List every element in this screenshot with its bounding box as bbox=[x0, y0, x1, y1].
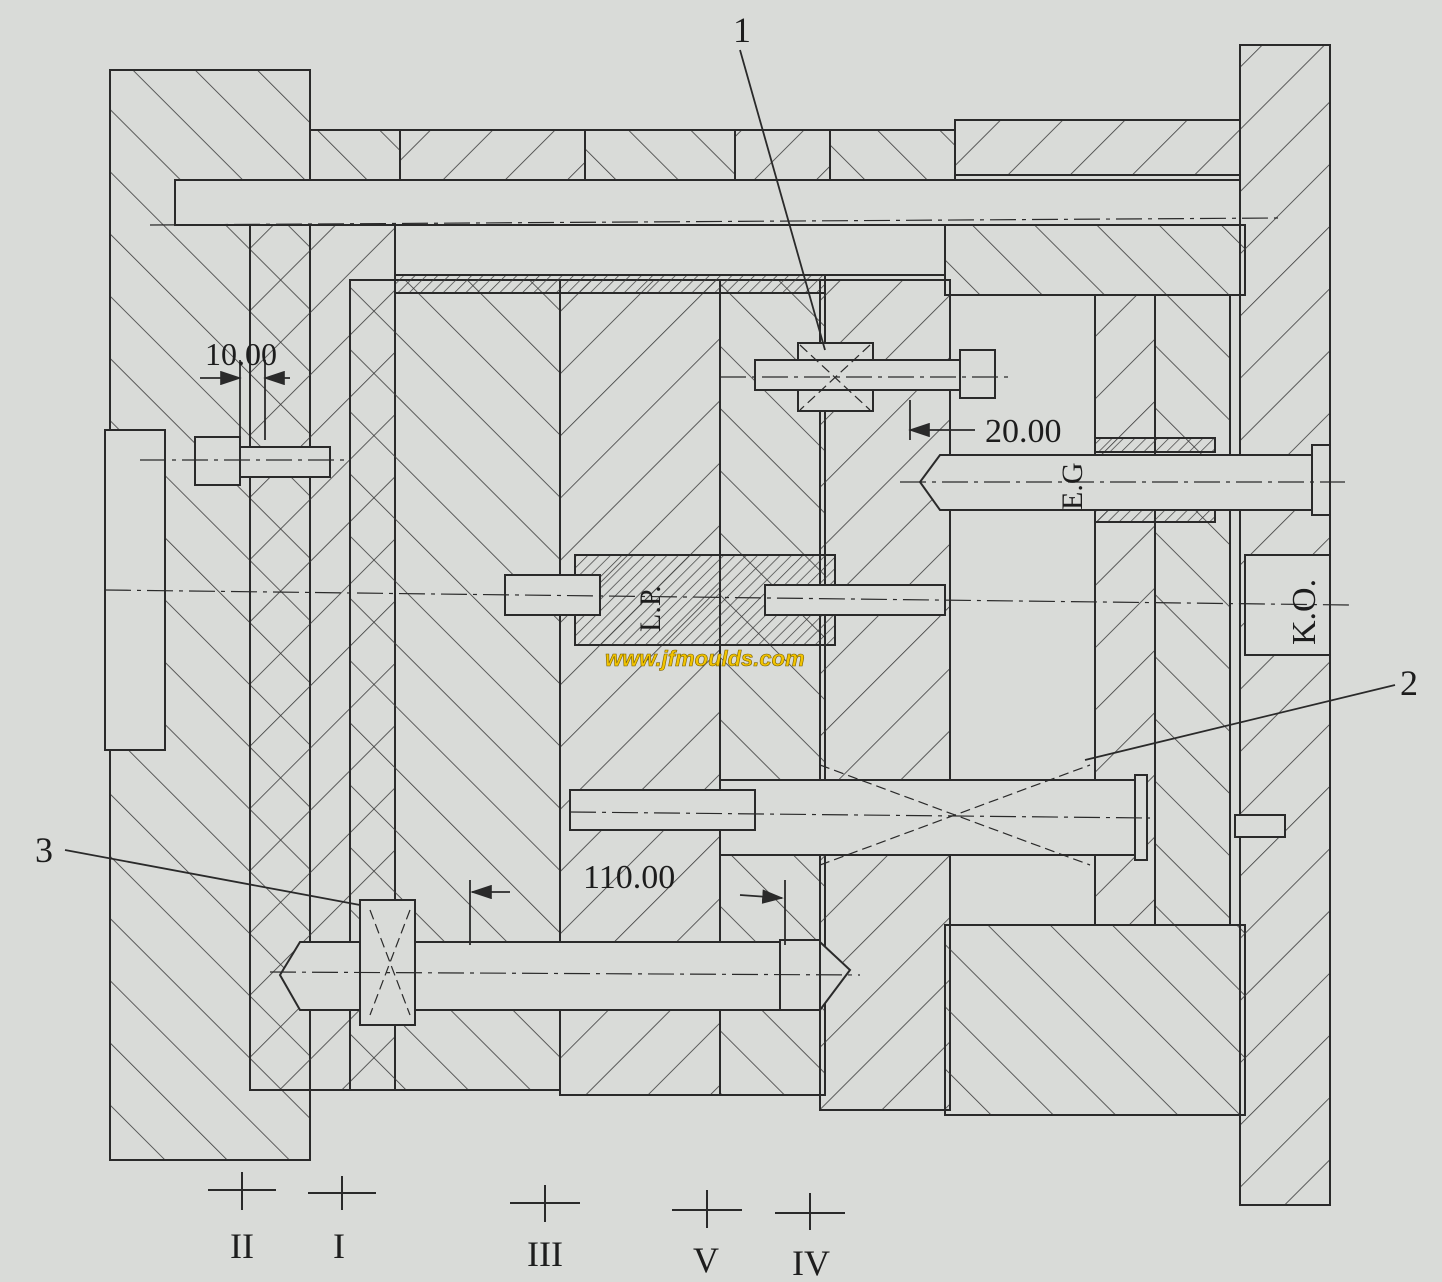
ejector-bolt-left bbox=[569, 789, 756, 831]
callout-3: 3 bbox=[35, 830, 53, 870]
callout-1: 1 bbox=[733, 10, 751, 50]
parting-marker-v bbox=[672, 1190, 742, 1228]
dim-110-arrow-right bbox=[739, 889, 784, 904]
top-strip-6 bbox=[954, 119, 1241, 176]
dimension-10: 10.00 bbox=[205, 336, 277, 372]
top-guide-rail bbox=[174, 179, 1241, 226]
lp-label: L.P. bbox=[634, 585, 667, 632]
parting-marker-ii bbox=[208, 1172, 276, 1210]
leaders bbox=[64, 49, 1396, 945]
lower-right-plate bbox=[944, 924, 1246, 1116]
ejector-plate-b bbox=[1154, 294, 1231, 926]
limit-bolt-head bbox=[194, 436, 241, 486]
watermark: www.jfmoulds.com bbox=[605, 646, 805, 671]
upper-right-plate bbox=[944, 224, 1246, 296]
parting-label-ii: II bbox=[230, 1226, 254, 1266]
top-strip-5 bbox=[829, 129, 956, 181]
parting-marker-iv bbox=[775, 1193, 845, 1230]
lp-bolt-left bbox=[504, 574, 601, 616]
top-strip-2 bbox=[399, 129, 586, 181]
puller-bolt-1-head bbox=[959, 349, 996, 399]
parting-label-iii: III bbox=[527, 1234, 563, 1274]
dimension-110: 110.00 bbox=[583, 859, 675, 896]
leader-2 bbox=[1084, 684, 1396, 761]
callout-2: 2 bbox=[1400, 663, 1418, 703]
leader-3 bbox=[64, 849, 361, 906]
parting-label-i: I bbox=[333, 1226, 345, 1266]
parting-label-v: V bbox=[693, 1240, 719, 1280]
leader-1 bbox=[739, 49, 826, 351]
limit-bolt-shank bbox=[239, 446, 331, 478]
ko-label: K.O. bbox=[1286, 579, 1323, 645]
parting-label-iv: IV bbox=[792, 1243, 830, 1282]
right-small-screw bbox=[1234, 814, 1286, 838]
top-strip-3 bbox=[584, 129, 736, 181]
puller-bolt-1-shank bbox=[754, 359, 966, 391]
puller-bolt-3-sleeve bbox=[359, 899, 416, 1026]
dimension-20: 20.00 bbox=[985, 413, 1062, 450]
parting-markers bbox=[208, 1172, 845, 1230]
crossed-lines bbox=[369, 344, 1091, 1016]
eg-label: E.G bbox=[1056, 463, 1089, 511]
wear-strip bbox=[394, 274, 826, 294]
top-strip-1 bbox=[309, 129, 401, 181]
eg-pin-head bbox=[1311, 444, 1331, 516]
eg-bushing-top bbox=[1094, 437, 1216, 453]
parting-marker-iii bbox=[510, 1185, 580, 1222]
parting-marker-i bbox=[308, 1176, 376, 1210]
top-strip-4 bbox=[734, 129, 831, 181]
center-lines bbox=[104, 217, 1351, 976]
lower-guide-rail bbox=[394, 224, 946, 276]
